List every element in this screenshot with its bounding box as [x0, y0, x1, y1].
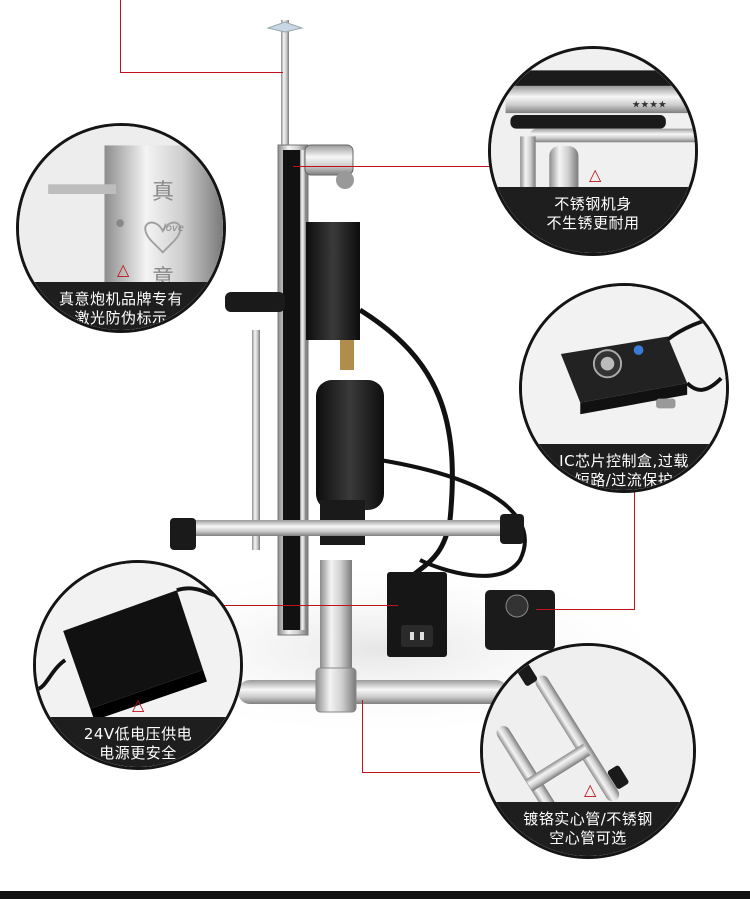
callout-logo-caption: 真意炮机品牌专有 激光防伪标示: [19, 282, 223, 330]
caption-line: 激光防伪标示: [74, 309, 168, 327]
front-tube: [238, 680, 508, 704]
leader-line-tube: [362, 700, 363, 772]
triangle-marker-icon: △: [117, 260, 130, 279]
motor-cylinder: [316, 380, 384, 510]
triangle-marker-icon: △: [132, 695, 145, 714]
top-rod: [281, 20, 289, 150]
callout-tube: △ 镀铬实心管/不锈钢 空心管可选: [480, 643, 696, 859]
leader-line-power: [218, 605, 398, 606]
caption-line: 真意炮机品牌专有: [58, 290, 183, 308]
top-clamp: [304, 144, 354, 176]
plate-char-1: 真: [152, 180, 175, 205]
callout-controller-caption: IC芯片控制盒,过载 短路/过流保护: [522, 444, 726, 490]
callout-power: △ 24V低电压供电 电源更安全: [33, 560, 243, 770]
bottom-divider: [0, 891, 750, 899]
caption-line: 24V低电压供电: [83, 725, 193, 743]
callout-steel-caption: 不锈钢机身 不生锈更耐用: [491, 187, 695, 253]
caption-line: 短路/过流保护: [574, 471, 674, 489]
leader-line-steel: [293, 166, 493, 167]
triangle-marker-icon: △: [584, 780, 597, 799]
leader-line-controller: [536, 609, 635, 610]
callout-steel-body: ★★★★ △ 不锈钢机身 不生锈更耐用: [488, 46, 698, 256]
leader-line-controller: [634, 475, 635, 610]
callout-power-caption: 24V低电压供电 电源更安全: [36, 717, 240, 767]
leader-line-top: [120, 0, 121, 72]
svg-text:★★★★: ★★★★: [632, 99, 667, 110]
callout-tube-caption: 镀铬实心管/不锈钢 空心管可选: [483, 802, 693, 856]
leader-line-top: [120, 72, 283, 73]
caption-line: IC芯片控制盒,过载: [559, 452, 689, 470]
rear-tube: [170, 520, 520, 536]
leader-line-tube: [362, 772, 480, 773]
triangle-marker-icon: △: [589, 165, 602, 184]
caption-line: 镀铬实心管/不锈钢: [523, 810, 653, 828]
caption-line: 不生锈更耐用: [546, 214, 640, 232]
plate-badge: love: [163, 223, 184, 234]
caption-line: 空心管可选: [549, 829, 627, 847]
callout-logo: 真 love 意 △ 真意炮机品牌专有 激光防伪标示: [16, 123, 226, 333]
caption-line: 不锈钢机身: [554, 195, 632, 213]
motor-block: [306, 222, 360, 340]
caption-line: 电源更安全: [99, 744, 177, 762]
callout-controller: IC芯片控制盒,过载 短路/过流保护: [519, 283, 729, 493]
control-box: [485, 590, 555, 650]
